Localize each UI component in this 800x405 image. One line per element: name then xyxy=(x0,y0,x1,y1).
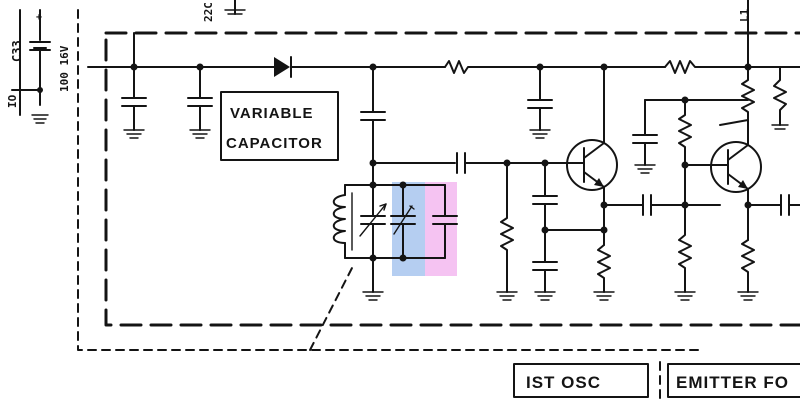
base-coupling-capacitor xyxy=(456,152,574,174)
coupling-capacitor-vertical xyxy=(360,66,386,164)
emitter-follower-label-box xyxy=(667,363,800,398)
oscillator-coil xyxy=(332,184,353,259)
collector-resistor-2 xyxy=(741,66,755,146)
fixed-tank-capacitor xyxy=(432,184,458,259)
top-partial-label-l1: L1 xyxy=(738,8,751,22)
rail-decoupling-capacitor xyxy=(527,99,553,139)
variable-capacitor-label-line2: CAPACITOR xyxy=(226,135,323,152)
feedback-capacitor-2 xyxy=(532,229,558,301)
trimmer-capacitor xyxy=(390,184,416,259)
tuning-variable-capacitor xyxy=(359,184,387,259)
base-bias-resistor xyxy=(496,162,518,301)
emitter-resistor-1 xyxy=(593,244,615,301)
pointer-line xyxy=(309,267,353,351)
diode xyxy=(271,56,301,78)
ist-osc-label: IST OSC xyxy=(526,373,601,392)
emitter-follower-label: EMITTER FO xyxy=(676,373,789,392)
top-partial-label-22c: 22C xyxy=(202,2,215,22)
rail-resistor-1 xyxy=(444,60,471,74)
stage2-bias-resistor-bottom xyxy=(674,204,696,301)
left-partial-label: IO xyxy=(6,94,19,108)
svg-text:+: + xyxy=(36,12,42,23)
right-edge-partial-resistor xyxy=(771,66,789,130)
inner-dashed-border xyxy=(104,38,800,327)
c33-value-label: 100 16V xyxy=(58,45,71,92)
oscillator-transistor xyxy=(566,139,618,191)
variable-capacitor-label-line1: VARIABLE xyxy=(230,105,314,122)
pink-highlight-region xyxy=(425,182,457,276)
stage2-decoupling-capacitor xyxy=(632,99,658,174)
tank-ground xyxy=(362,291,384,301)
outer-dashed-border xyxy=(77,9,701,351)
emitter-resistor-2 xyxy=(737,239,759,301)
stage2-bias-resistor-top xyxy=(678,99,692,166)
c33-label: C33 xyxy=(10,40,24,62)
output-capacitor xyxy=(780,194,800,216)
decoupling-capacitor-1 xyxy=(121,66,147,139)
capacitor-c33: + xyxy=(11,9,51,124)
rail-resistor-2 xyxy=(664,60,701,74)
decoupling-capacitor-2 xyxy=(187,66,213,139)
variable-capacitor-label-box xyxy=(220,91,339,161)
feedback-capacitor-1 xyxy=(532,162,558,231)
ist-osc-label-box xyxy=(513,363,649,398)
emitter-follower-transistor xyxy=(710,141,762,193)
